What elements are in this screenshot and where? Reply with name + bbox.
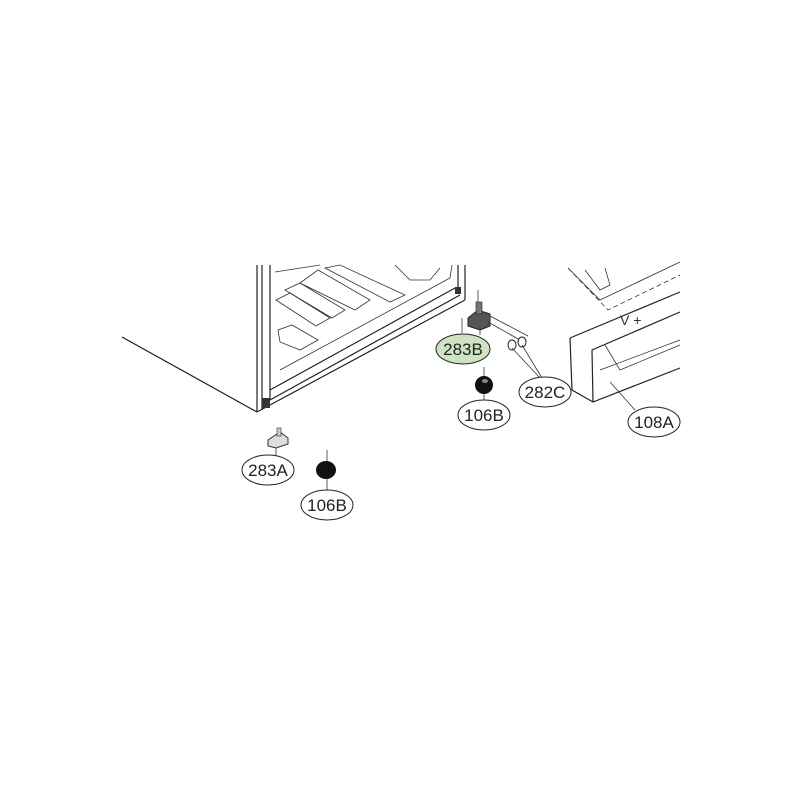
callout-label: 283B <box>443 340 483 359</box>
callout-label: 282C <box>525 383 566 402</box>
callout-106B-right[interactable]: 106B <box>457 399 511 431</box>
refrigerator-cabinet <box>121 264 466 413</box>
callout-283A[interactable]: 283A <box>241 454 295 486</box>
callout-282C[interactable]: 282C <box>518 376 572 408</box>
callout-106B-left[interactable]: 106B <box>300 489 354 521</box>
callout-label: 108A <box>634 413 674 432</box>
callout-label: 106B <box>464 406 504 425</box>
cover-marking: V + <box>620 312 641 328</box>
leveling-foot-106B-left[interactable] <box>316 450 336 490</box>
hinge-bracket-283B[interactable] <box>461 290 491 335</box>
leveling-foot-106B-right[interactable] <box>475 367 493 400</box>
callout-283B[interactable]: 283B <box>435 333 491 365</box>
screws-282C[interactable] <box>487 315 543 379</box>
front-cover-108A[interactable]: V + <box>567 261 681 411</box>
callout-108A[interactable]: 108A <box>627 406 681 438</box>
callout-label: 106B <box>307 496 347 515</box>
hinge-bracket-283A[interactable] <box>267 427 289 456</box>
callout-label: 283A <box>248 461 288 480</box>
